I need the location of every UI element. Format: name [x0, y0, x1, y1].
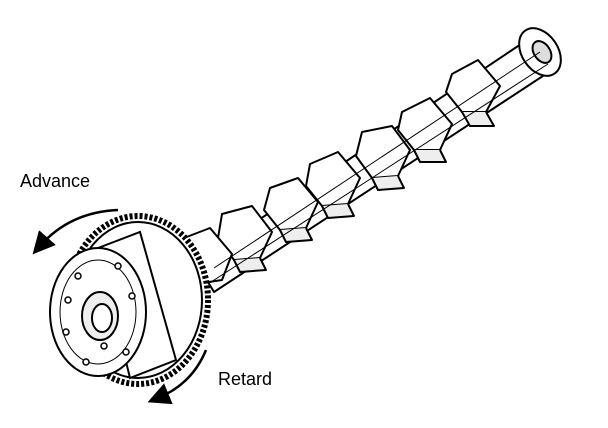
- vct-sprocket: [49, 213, 211, 387]
- cam-lobe-4: [305, 151, 361, 219]
- retard-arrow: [147, 349, 208, 405]
- advance-label: Advance: [20, 171, 91, 191]
- advance-arrow: [32, 208, 119, 255]
- camshaft: [179, 27, 562, 293]
- cam-lobe-6: [217, 205, 273, 273]
- retard-label: Retard: [218, 369, 273, 389]
- bolt-holes: [62, 262, 136, 366]
- cam-lobe-1: [445, 59, 501, 127]
- cam-lobe-5: [263, 177, 319, 243]
